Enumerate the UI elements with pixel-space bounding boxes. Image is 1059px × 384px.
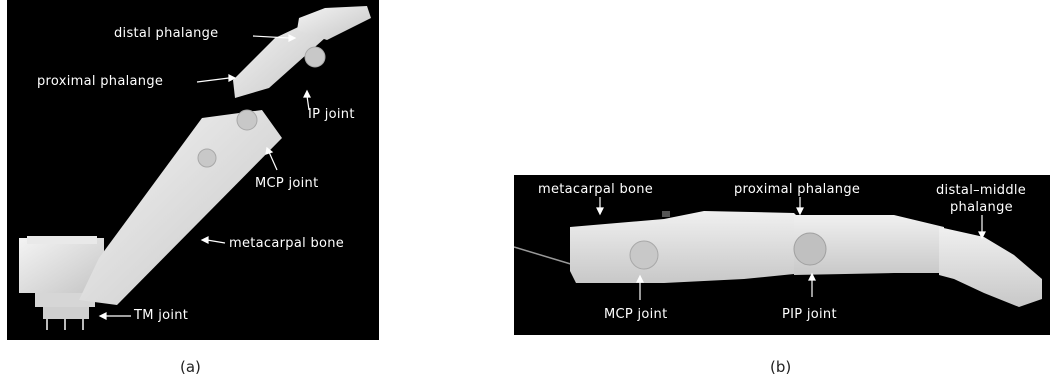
distal-middle-phalange-shape [939, 227, 1042, 307]
label-proximal-phalange: proximal phalange [37, 74, 163, 89]
label-distal-middle-line1: distal–middle [936, 183, 1026, 198]
label-pip-joint: PIP joint [782, 307, 837, 322]
thumb-model-illustration [7, 0, 379, 340]
metacarpal-bone-shape [570, 211, 804, 283]
joint-marker [198, 149, 216, 167]
label-ip-joint: IP joint [308, 107, 355, 122]
finger-model-panel: metacarpal bone proximal phalange distal… [514, 175, 1050, 335]
pip-joint-marker [794, 233, 826, 265]
label-distal-middle-line2: phalange [950, 200, 1013, 215]
label-mcp-joint: MCP joint [255, 176, 318, 191]
ip-joint-marker [305, 47, 325, 67]
thumb-model-panel: distal phalange proximal phalange IP joi… [7, 0, 379, 340]
label-metacarpal-bone: metacarpal bone [229, 236, 344, 251]
label-mcp-joint: MCP joint [604, 307, 667, 322]
caption-a: (a) [180, 358, 201, 376]
mcp-joint-marker [237, 110, 257, 130]
label-tm-joint: TM joint [134, 308, 188, 323]
label-metacarpal-bone: metacarpal bone [538, 182, 653, 197]
wire [514, 247, 574, 265]
metacarpal-bone-shape [79, 110, 282, 305]
label-distal-phalange: distal phalange [114, 26, 218, 41]
top-notch [662, 211, 670, 217]
label-proximal-phalange: proximal phalange [734, 182, 860, 197]
caption-b: (b) [770, 358, 791, 376]
mcp-joint-marker [630, 241, 658, 269]
